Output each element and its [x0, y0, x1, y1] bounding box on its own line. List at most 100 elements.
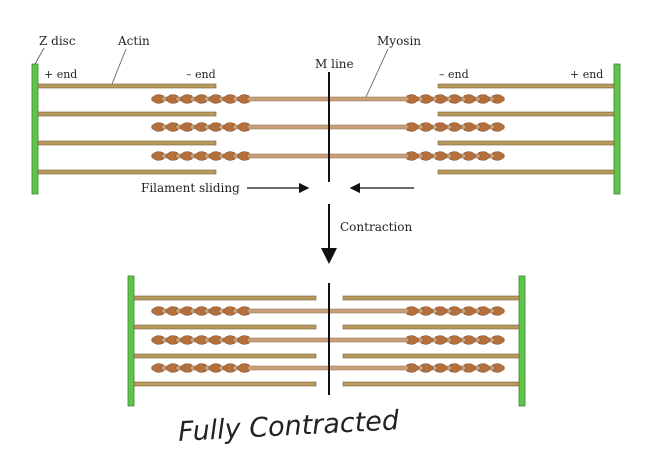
myosin-head	[491, 94, 506, 104]
myosin-head	[165, 94, 179, 104]
myosin-head	[420, 94, 434, 104]
myosin-head	[463, 306, 477, 316]
actin-filament	[437, 111, 615, 117]
myosin-head	[179, 306, 193, 316]
myosin-head	[463, 94, 477, 104]
contraction-label: Contraction	[340, 220, 412, 234]
myosin-head	[448, 335, 463, 345]
actin-filament	[37, 169, 217, 175]
myosin-head	[477, 306, 491, 316]
z-disc-leader	[34, 47, 45, 65]
actin-filament	[37, 111, 217, 117]
myosin-head	[193, 363, 208, 373]
myosin-head	[222, 122, 236, 132]
myosin-head	[193, 335, 208, 345]
myosin-head	[477, 335, 491, 345]
myosin-head	[406, 94, 420, 104]
myosin-head	[420, 122, 434, 132]
actin-filament	[133, 295, 317, 301]
myosin-head	[406, 122, 420, 132]
myosin-head	[463, 151, 477, 161]
myosin-head	[150, 94, 165, 104]
myosin-head	[463, 335, 477, 345]
myosin-head	[420, 335, 434, 345]
myosin-head	[406, 151, 420, 161]
myosin-head	[208, 363, 222, 373]
myosin-head	[448, 122, 463, 132]
myosin-head	[165, 363, 179, 373]
myosin-head	[434, 122, 448, 132]
plus-end-left-label: + end	[44, 68, 77, 81]
myosin-head	[420, 306, 434, 316]
handwritten-annotation: Fully Contracted	[177, 405, 400, 448]
myosin-head	[150, 151, 165, 161]
myosin-head	[236, 363, 250, 373]
contracted-sarcomere	[127, 275, 526, 407]
myosin-head	[406, 306, 420, 316]
z-disc-right	[613, 63, 621, 195]
actin-filament	[342, 381, 520, 387]
myosin-head	[150, 122, 165, 132]
myosin-head	[150, 363, 165, 373]
actin-filament	[342, 353, 520, 359]
myosin-head	[434, 94, 448, 104]
myosin-head	[406, 363, 420, 373]
actin-filament	[437, 140, 615, 146]
myosin-head	[179, 122, 193, 132]
actin-leader	[111, 48, 127, 85]
myosin-head	[208, 94, 222, 104]
myosin-head	[434, 151, 448, 161]
myosin-leader	[365, 48, 389, 98]
z-disc-left	[127, 275, 135, 407]
actin-filaments-left	[133, 295, 317, 387]
myosin-head	[179, 151, 193, 161]
myosin-head	[222, 363, 236, 373]
actin-filament	[133, 324, 317, 330]
actin-filaments-right	[342, 295, 520, 387]
actin-filament	[437, 83, 615, 89]
myosin-head	[193, 306, 208, 316]
myosin-head	[179, 363, 193, 373]
myosin-head	[491, 335, 506, 345]
myosin-head	[491, 363, 506, 373]
myosin-head	[448, 151, 463, 161]
myosin-head	[222, 306, 236, 316]
myosin-head	[165, 151, 179, 161]
myosin-head	[193, 94, 208, 104]
myosin-head	[434, 306, 448, 316]
myosin-head	[179, 335, 193, 345]
myosin-head	[165, 335, 179, 345]
myosin-head	[208, 151, 222, 161]
z-disc-left	[31, 63, 39, 195]
myosin-head	[236, 151, 250, 161]
actin-filament	[133, 381, 317, 387]
myosin-head	[463, 122, 477, 132]
myosin-head	[477, 363, 491, 373]
myosin-head	[448, 363, 463, 373]
relaxed-sarcomere: Z disc Actin Myosin M line + end – end –…	[31, 34, 621, 195]
myosin-head	[208, 122, 222, 132]
myosin-head	[208, 335, 222, 345]
myosin-head	[434, 335, 448, 345]
myosin-head	[236, 122, 250, 132]
minus-end-left-label: – end	[186, 68, 216, 81]
contraction-step: Contraction	[321, 204, 412, 264]
myosin-head	[420, 363, 434, 373]
actin-label: Actin	[117, 34, 150, 48]
myosin-label: Myosin	[377, 34, 421, 48]
myosin-head	[448, 94, 463, 104]
actin-filaments-right	[437, 83, 615, 175]
filament-sliding-label: Filament sliding	[141, 181, 240, 195]
actin-filament	[37, 83, 217, 89]
myosin-head	[491, 122, 506, 132]
myosin-head	[491, 306, 506, 316]
myosin-head	[222, 94, 236, 104]
myosin-head	[222, 335, 236, 345]
plus-end-right-label: + end	[570, 68, 603, 81]
myosin-head	[236, 94, 250, 104]
actin-filament	[437, 169, 615, 175]
myosin-head	[208, 306, 222, 316]
actin-filaments-left	[37, 83, 217, 175]
